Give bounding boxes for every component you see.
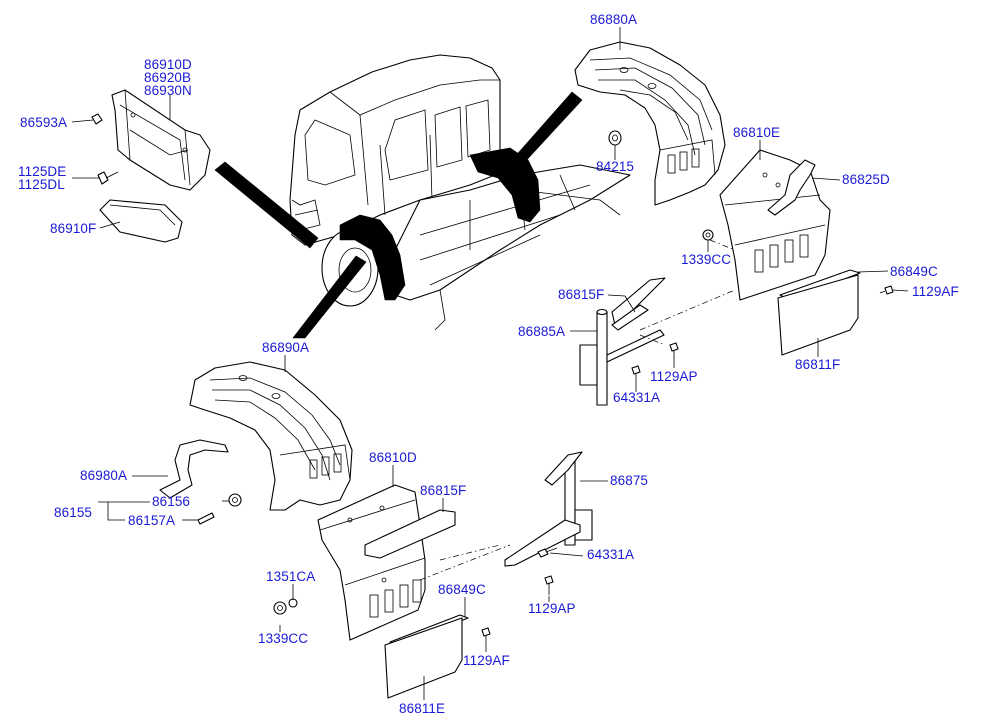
stand-86875 bbox=[504, 451, 593, 567]
pad-86910F bbox=[99, 199, 183, 243]
label-86815F-lower: 86815F bbox=[420, 483, 467, 498]
label-86810D: 86810D bbox=[369, 450, 417, 465]
label-1339CC-lower: 1339CC bbox=[258, 631, 309, 646]
label-1125DL: 1125DL bbox=[18, 177, 65, 192]
label-86875: 86875 bbox=[610, 473, 649, 488]
bolt-1129AF-upper bbox=[879, 285, 894, 295]
nut-1339CC-lower bbox=[273, 598, 298, 615]
label-86811E: 86811E bbox=[399, 701, 446, 716]
hose-86980A bbox=[159, 439, 229, 499]
leader-lines bbox=[71, 27, 909, 700]
label-64331A-lower: 64331A bbox=[587, 547, 635, 562]
bolt-86593A bbox=[91, 113, 103, 125]
label-86910F: 86910F bbox=[50, 221, 97, 236]
label-86890A: 86890A bbox=[262, 340, 310, 355]
pin-86157A bbox=[197, 512, 215, 525]
label-86825D: 86825D bbox=[842, 172, 890, 187]
stand-86885A bbox=[579, 277, 666, 406]
label-1129AF-lower: 1129AF bbox=[463, 653, 510, 668]
flap-86811E bbox=[384, 617, 463, 699]
mudguard-86810E bbox=[719, 149, 831, 301]
label-1339CC-upper: 1339CC bbox=[681, 252, 732, 267]
label-86930N: 86930N bbox=[144, 83, 192, 98]
bolt-1129AP-lower bbox=[544, 575, 554, 595]
label-1129AP-upper: 1129AP bbox=[650, 369, 698, 384]
bolt-64331A-upper bbox=[631, 365, 641, 385]
label-86920B: 86920B bbox=[144, 70, 192, 85]
nut-1339CC-upper bbox=[702, 229, 714, 241]
label-86155: 86155 bbox=[54, 505, 93, 520]
label-1351CA: 1351CA bbox=[266, 569, 316, 584]
mudguard-86810D bbox=[317, 484, 426, 641]
label-86849C-lower: 86849C bbox=[438, 582, 486, 597]
label-86157A: 86157A bbox=[128, 513, 176, 528]
bolt-1129AP-upper bbox=[669, 342, 679, 358]
label-84215: 84215 bbox=[596, 159, 635, 174]
bolt-1125DE bbox=[97, 171, 119, 185]
label-86849C-upper: 86849C bbox=[890, 264, 938, 279]
bracket-86815F-lower bbox=[364, 509, 456, 559]
front-fender-86890A bbox=[189, 361, 353, 511]
label-1129AF-upper: 1129AF bbox=[912, 284, 959, 299]
bracket-86825D bbox=[767, 159, 816, 216]
truck-illustration bbox=[214, 54, 631, 339]
label-86156: 86156 bbox=[152, 494, 191, 509]
label-1129AP-lower: 1129AP bbox=[528, 601, 576, 616]
label-64331A-upper: 64331A bbox=[613, 390, 661, 405]
label-86910D: 86910D bbox=[144, 57, 192, 72]
label-86885A: 86885A bbox=[518, 324, 566, 339]
rear-fender-86880A bbox=[574, 41, 726, 206]
clip-84215 bbox=[608, 130, 622, 146]
label-1125DE: 1125DE bbox=[18, 164, 67, 179]
label-86810E: 86810E bbox=[733, 125, 781, 140]
grommet-86156 bbox=[228, 493, 242, 507]
label-86593A: 86593A bbox=[20, 115, 68, 130]
label-86880A: 86880A bbox=[590, 12, 638, 27]
label-86980A: 86980A bbox=[80, 468, 128, 483]
bolt-1129AF-lower bbox=[481, 627, 491, 637]
label-86815F-upper: 86815F bbox=[558, 287, 605, 302]
label-86811F: 86811F bbox=[795, 357, 841, 372]
cover-box-86910D bbox=[111, 89, 211, 191]
bolt-64331A-lower bbox=[537, 547, 558, 558]
flap-86811F bbox=[777, 274, 859, 356]
